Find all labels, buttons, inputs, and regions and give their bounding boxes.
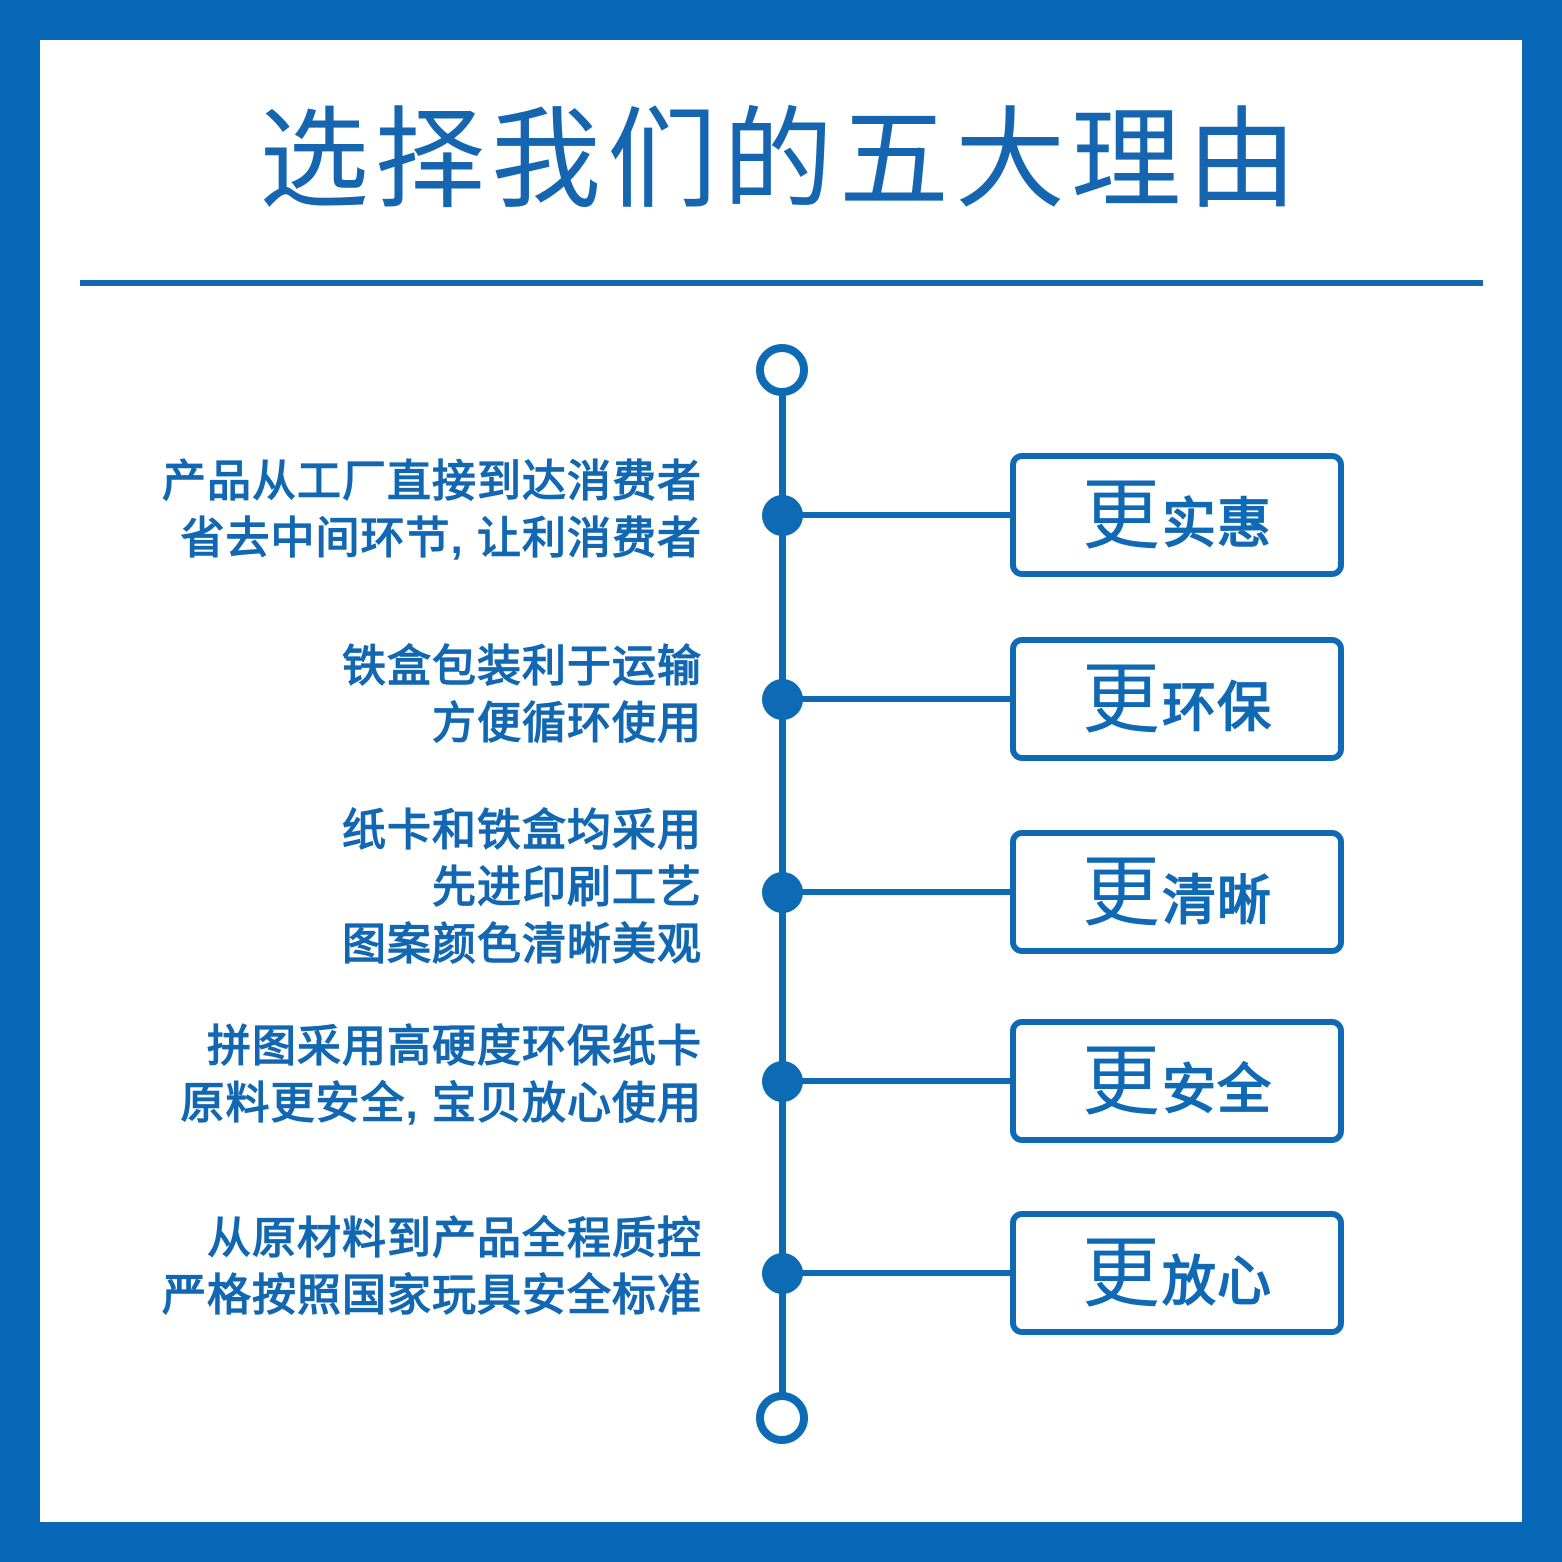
poster-canvas: 选择我们的五大理由 产品从工厂直接到达消费者 省去中间环节, 让利消费者 更 实… (40, 40, 1522, 1522)
reason-description-5: 从原材料到产品全程质控 严格按照国家玩具安全标准 (162, 1210, 702, 1324)
reason-badge-3-label: 清晰 (1162, 871, 1272, 931)
reason-badge-1-label: 实惠 (1162, 494, 1272, 554)
reason-badge-4-inner: 更 安全 (1082, 1042, 1272, 1120)
reason-description-3: 纸卡和铁盒均采用 先进印刷工艺 图案颜色清晰美观 (342, 802, 702, 974)
reason-description-1-line-1: 产品从工厂直接到达消费者 (162, 457, 702, 506)
timeline-connector-2 (782, 696, 1012, 702)
reason-badge-2-inner: 更 环保 (1082, 660, 1272, 738)
reason-description-4-line-2: 原料更安全, 宝贝放心使用 (180, 1079, 702, 1129)
timeline-connector-5 (782, 1270, 1012, 1276)
reason-description-2-line-2: 方便循环使用 (432, 699, 702, 749)
timeline-connector-3 (782, 889, 1012, 895)
timeline-top-circle-icon (756, 344, 808, 396)
reason-badge-4-prefix: 更 (1081, 1037, 1160, 1125)
timeline-bottom-circle-icon (756, 1392, 808, 1444)
reason-description-2: 铁盒包装利于运输 方便循环使用 (342, 638, 702, 752)
title-divider (80, 280, 1483, 286)
reason-description-3-line-2: 先进印刷工艺 (432, 863, 702, 913)
reason-badge-3[interactable]: 更 清晰 (1010, 830, 1344, 954)
reason-badge-5-label: 放心 (1162, 1252, 1272, 1312)
reason-badge-1-inner: 更 实惠 (1082, 476, 1272, 554)
reason-badge-2-prefix: 更 (1081, 655, 1160, 743)
reason-badge-5-prefix: 更 (1081, 1229, 1160, 1317)
reason-description-3-line-1: 纸卡和铁盒均采用 (342, 806, 702, 855)
reason-description-3-line-3: 图案颜色清晰美观 (342, 920, 702, 970)
reason-badge-5-inner: 更 放心 (1082, 1234, 1272, 1312)
reason-badge-5[interactable]: 更 放心 (1010, 1211, 1344, 1335)
reason-description-1: 产品从工厂直接到达消费者 省去中间环节, 让利消费者 (162, 453, 702, 567)
reason-badge-3-prefix: 更 (1081, 848, 1160, 936)
reason-description-2-line-1: 铁盒包装利于运输 (342, 642, 702, 691)
reason-description-5-line-2: 严格按照国家玩具安全标准 (162, 1271, 702, 1321)
reason-description-5-line-1: 从原材料到产品全程质控 (207, 1214, 702, 1263)
timeline-connector-1 (782, 512, 1012, 518)
reason-badge-2-label: 环保 (1162, 678, 1272, 738)
reason-badge-4[interactable]: 更 安全 (1010, 1019, 1344, 1143)
page-title: 选择我们的五大理由 (259, 99, 1303, 222)
reason-badge-3-inner: 更 清晰 (1082, 853, 1272, 931)
reason-badge-4-label: 安全 (1162, 1060, 1272, 1120)
reason-description-4-line-1: 拼图采用高硬度环保纸卡 (207, 1022, 702, 1071)
reason-description-4: 拼图采用高硬度环保纸卡 原料更安全, 宝贝放心使用 (181, 1018, 702, 1132)
reason-description-1-line-2: 省去中间环节, 让利消费者 (180, 514, 702, 564)
reason-badge-2[interactable]: 更 环保 (1010, 637, 1344, 761)
reason-badge-1-prefix: 更 (1081, 471, 1160, 559)
timeline-connector-4 (782, 1078, 1012, 1084)
reason-badge-1[interactable]: 更 实惠 (1010, 453, 1344, 577)
